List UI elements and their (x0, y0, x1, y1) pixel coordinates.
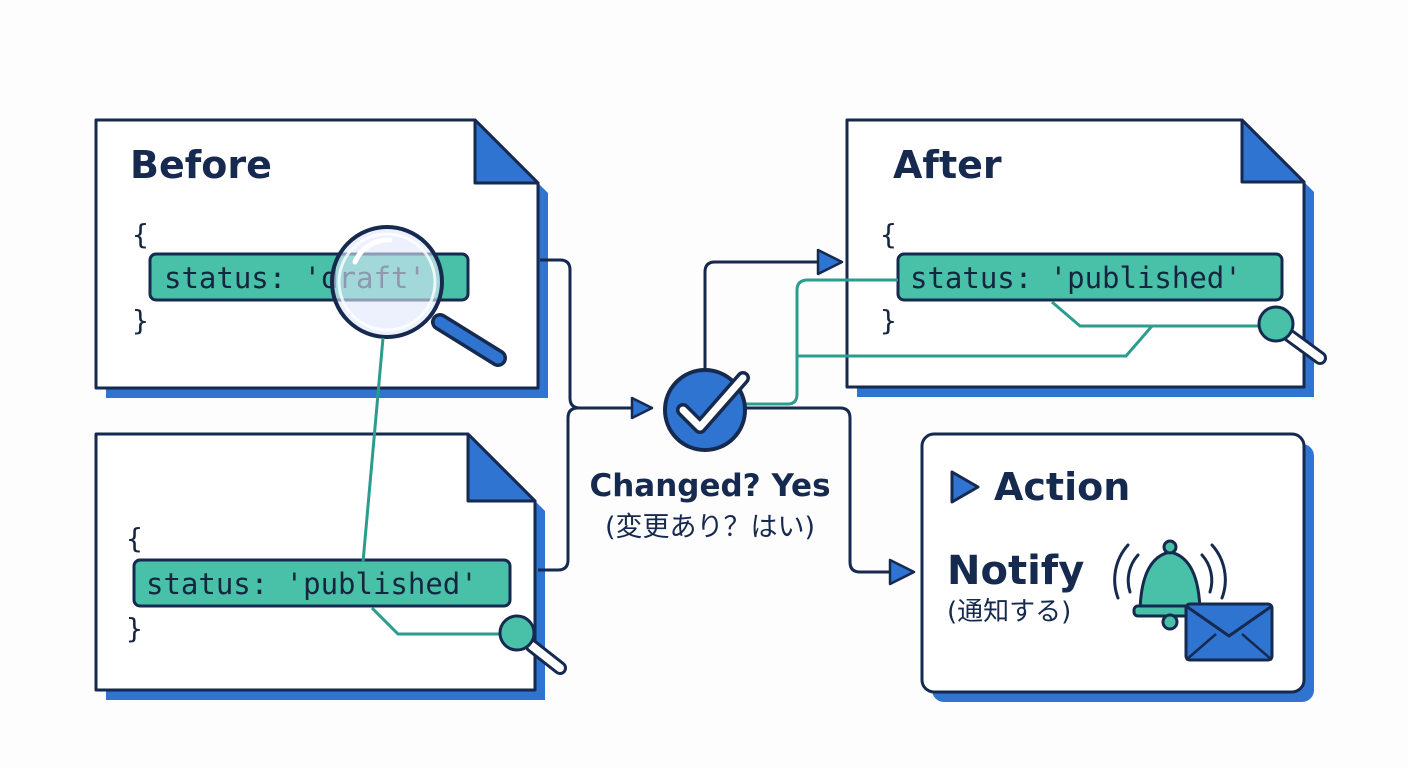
after-code: status: 'published' (910, 261, 1242, 295)
teal-connector-lower (797, 325, 1154, 358)
incoming-brace-close: } (126, 612, 143, 645)
magnifier-icon (330, 225, 507, 367)
before-title: Before (130, 143, 272, 187)
after-card-fold (1240, 118, 1306, 184)
after-pointer-line (1051, 300, 1260, 328)
action-name-sub: (通知する) (947, 597, 1071, 627)
before-to-check-line (540, 258, 636, 410)
after-brace-open: { (880, 218, 897, 251)
play-icon (950, 470, 980, 504)
arrow-head-icon (816, 248, 844, 276)
before-card: Before { status: 'draft' } (94, 118, 548, 398)
arrow-head-icon (630, 396, 654, 420)
incoming-card-fold (466, 432, 537, 503)
action-card: Action Notify (通知する) (920, 432, 1314, 702)
incoming-highlight (132, 558, 512, 608)
before-brace-close: } (132, 304, 149, 337)
bell-icon (1113, 539, 1227, 631)
arrow-head-icon (888, 558, 916, 586)
decision-sublabel: (変更あり？はい) (605, 512, 815, 543)
action-title: Action (994, 465, 1130, 509)
flow-connectors (538, 248, 1154, 586)
incoming-pointer-line (370, 606, 502, 636)
before-brace-open: { (132, 218, 149, 251)
check-to-action-line (744, 406, 890, 574)
decision-label: Changed? Yes (589, 468, 830, 504)
check-circle-icon (663, 368, 750, 452)
envelope-icon (1184, 602, 1274, 662)
incoming-to-check-line (538, 406, 579, 572)
after-title: After (893, 143, 1002, 187)
compare-line (361, 337, 385, 563)
incoming-code: status: 'published' (146, 567, 478, 601)
action-name: Notify (947, 548, 1084, 594)
after-highlight (896, 252, 1284, 302)
teal-connector-upper (744, 278, 898, 406)
after-card: After { status: 'published' } (845, 118, 1327, 397)
incoming-card: { status: 'published' } (94, 432, 567, 700)
magnifier-icon (498, 614, 567, 675)
after-brace-close: } (880, 304, 897, 337)
magnifier-icon (1257, 305, 1327, 365)
before-card-fold (473, 118, 540, 185)
incoming-brace-open: { (126, 522, 143, 555)
check-to-after-line (703, 260, 818, 374)
